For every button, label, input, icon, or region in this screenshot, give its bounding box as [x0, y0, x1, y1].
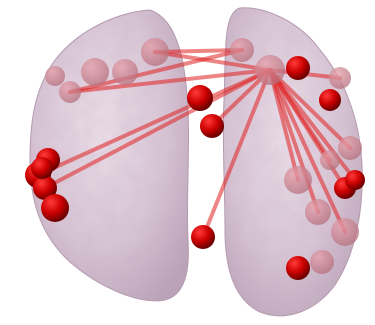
node-n15: [255, 55, 285, 85]
node-n24: [305, 199, 331, 225]
node-n6: [59, 81, 81, 103]
node-n17: [329, 67, 351, 89]
node-n3: [81, 58, 109, 86]
node-n25: [331, 218, 359, 246]
node-n16: [286, 56, 310, 80]
node-n23: [284, 166, 312, 194]
node-n26: [286, 256, 310, 280]
node-n4: [112, 59, 138, 85]
node-n18: [319, 89, 341, 111]
node-n14: [230, 38, 254, 62]
node-n5: [141, 38, 169, 66]
node-n27: [310, 250, 334, 274]
node-n12: [200, 114, 224, 138]
node-n19: [338, 136, 362, 160]
node-n11: [187, 85, 213, 111]
node-n20: [320, 150, 340, 170]
node-n1: [45, 66, 65, 86]
node-n13: [191, 225, 215, 249]
node-n22: [345, 170, 365, 190]
node-n10: [31, 157, 53, 179]
node-n9: [41, 194, 69, 222]
